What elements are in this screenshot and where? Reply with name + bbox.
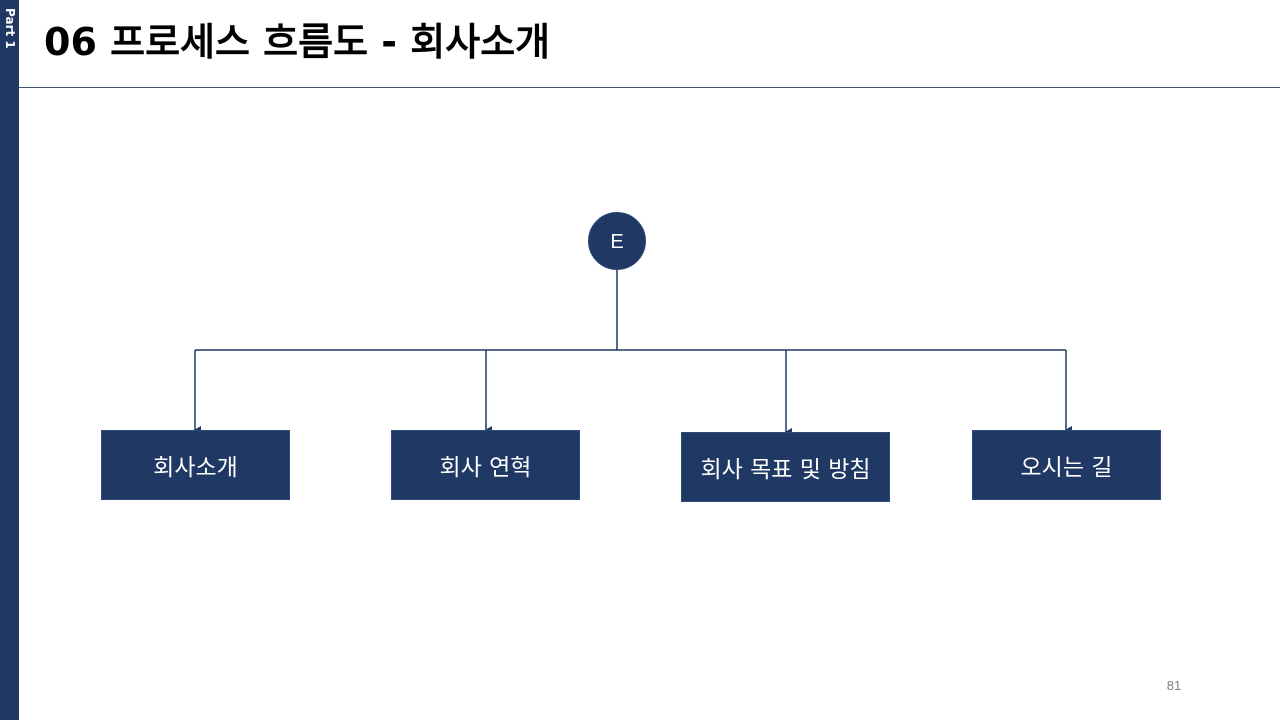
process-box-company-goals: 회사 목표 및 방침 [681, 432, 890, 502]
process-box-label: 회사 목표 및 방침 [700, 457, 871, 483]
process-box-company-history: 회사 연혁 [391, 430, 580, 500]
sidebar-label: Part 1 [3, 8, 17, 49]
sidebar-bar: Part 1 [0, 0, 19, 720]
process-box-company-intro: 회사소개 [101, 430, 290, 500]
process-box-label: 오시는 길 [1020, 455, 1113, 481]
process-box-directions: 오시는 길 [972, 430, 1161, 500]
page-number: 81 [1166, 678, 1182, 693]
process-box-label: 회사소개 [153, 455, 238, 481]
page-title: 06 프로세스 흐름도 - 회사소개 [44, 20, 551, 64]
start-node: E [588, 212, 646, 270]
title-divider [19, 87, 1280, 88]
process-box-label: 회사 연혁 [439, 455, 532, 481]
